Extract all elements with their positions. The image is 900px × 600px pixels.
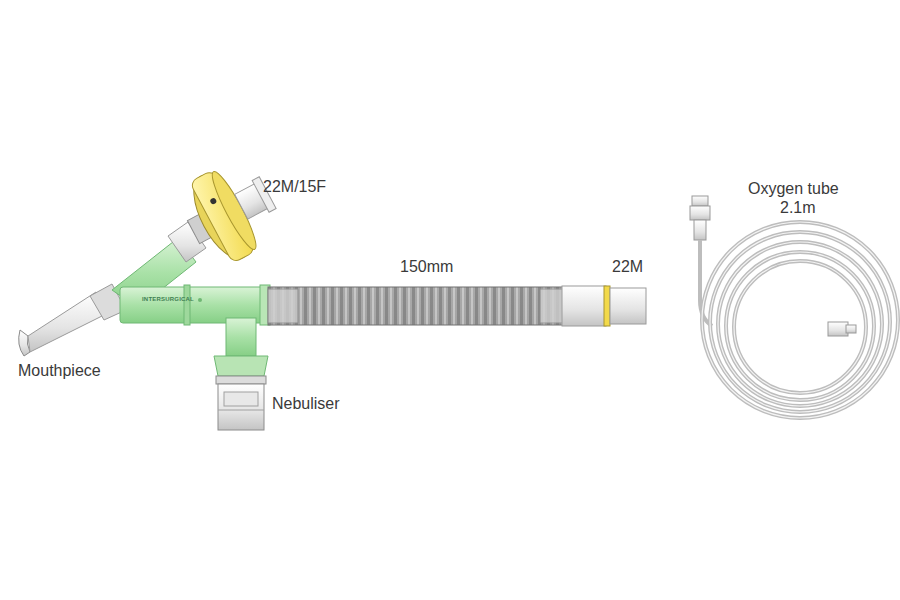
- port-label: 22M: [612, 258, 643, 276]
- brand-mark: INTERSURGICAL: [142, 296, 194, 303]
- part-label: Mouthpiece: [18, 362, 101, 380]
- dimension-label: 2.1m: [780, 199, 816, 217]
- part-label: Oxygen tube: [748, 180, 839, 198]
- dimension-label: 150mm: [400, 258, 453, 276]
- port-label: 22M/15F: [263, 178, 326, 196]
- part-label: Nebuliser: [272, 395, 340, 413]
